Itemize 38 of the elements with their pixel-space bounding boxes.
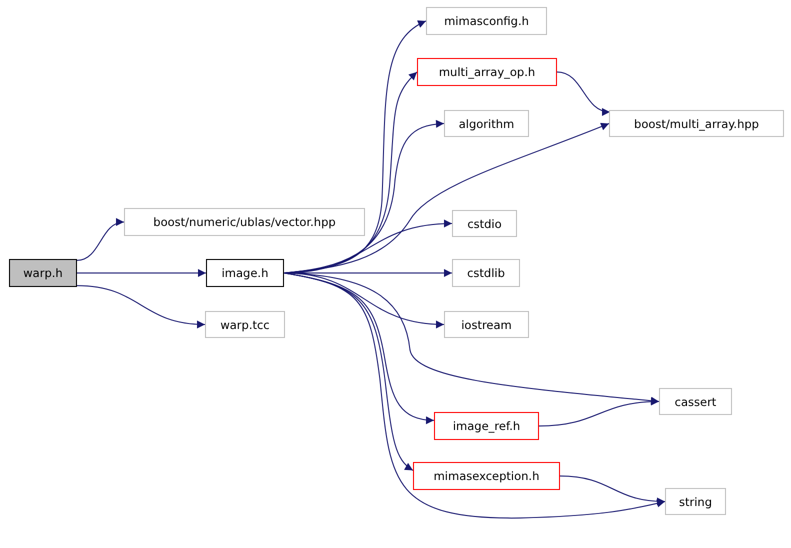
- file-name: mimasconfig.h: [444, 14, 529, 28]
- include-arrow: [556, 72, 610, 115]
- file-name: algorithm: [458, 116, 514, 130]
- file-name: iostream: [461, 318, 512, 332]
- include-arrow: [76, 285, 206, 328]
- file-name: image_ref.h: [452, 419, 520, 433]
- file-name: warp.tcc: [220, 318, 270, 332]
- truncated-file-box: [413, 462, 560, 490]
- file-box: [665, 488, 726, 515]
- file-box: [609, 110, 784, 137]
- file-name: boost/multi_array.hpp: [634, 116, 759, 130]
- include-arrow: [76, 219, 124, 261]
- file-box: [444, 311, 529, 338]
- file-box: [206, 259, 284, 287]
- file-name: warp.h: [23, 266, 63, 280]
- file-name: cstdio: [467, 216, 502, 230]
- include-arrow: [284, 272, 666, 518]
- file-box: [426, 7, 547, 35]
- file-box: [205, 311, 285, 338]
- file-name: mimasexception.h: [434, 469, 540, 483]
- include-arrow: [76, 269, 206, 277]
- include-arrow: [284, 122, 610, 274]
- file-name: cassert: [674, 394, 716, 408]
- file-name: multi_array_op.h: [438, 65, 536, 79]
- root-file-box: [9, 259, 77, 287]
- file-box: [452, 259, 520, 287]
- include-arrow: [560, 476, 666, 506]
- include-arrow: [538, 398, 660, 426]
- file-name: cstdlib: [467, 266, 505, 280]
- truncated-file-box: [434, 412, 539, 440]
- file-box: [444, 110, 529, 137]
- file-name: image.h: [222, 266, 268, 280]
- file-box: [124, 208, 365, 236]
- file-box: [659, 388, 732, 415]
- file-name: boost/numeric/ublas/vector.hpp: [153, 215, 336, 229]
- file-box: [452, 210, 517, 237]
- truncated-file-box: [417, 58, 557, 86]
- file-name: string: [678, 494, 712, 508]
